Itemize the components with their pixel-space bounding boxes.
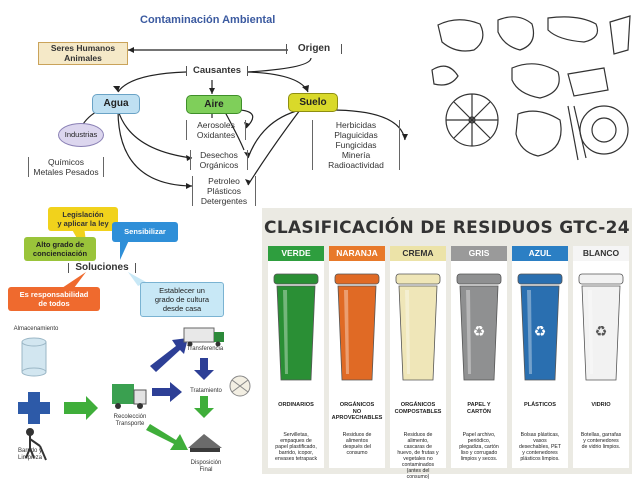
herbicidas-label: Herbicidas Plaguicidas Fungicidas Minerí…: [312, 120, 400, 170]
landfill-icon: [188, 434, 222, 452]
storage-drum: [21, 337, 47, 377]
gtc-category-description: Botellas, garrafas y contenedores de vid…: [580, 432, 622, 450]
gtc-category-description: Residuos de alimentos después del consum…: [342, 432, 372, 456]
gtc-column-header: NARANJA: [329, 246, 385, 261]
gtc-title: CLASIFICACIÓN DE RESIDUOS GTC-24: [264, 218, 630, 238]
industrias-bubble: Industrias: [58, 123, 104, 147]
barrido-label: Barrido y Limpieza: [17, 448, 42, 461]
recoleccion-label: Recolección Transporte: [113, 414, 147, 427]
waste-flow-graphics: [18, 327, 251, 461]
waste-bin-icon: [395, 273, 441, 381]
gtc-category-description: Residuos de alimento, cascaras de huevo,…: [397, 432, 439, 480]
gtc-column: VERDE ORDINARIOS Servilletas, empaques de …: [268, 246, 324, 468]
gtc-category-name: ORGÁNICOS COMPOSTABLES: [394, 402, 442, 415]
gtc-column: CREMA ORGÁNICOS COMPOSTABLES Residuos de a…: [390, 246, 446, 480]
aerosoles-label: Aerosoles Oxidantes: [186, 120, 246, 140]
recycle-icon: ♻: [533, 324, 547, 340]
sensibilizar-bubble: Sensibilizar: [112, 222, 178, 242]
almacenamiento-label: Almacenamiento: [13, 326, 59, 332]
gtc-category-name: VIDRIO: [591, 402, 611, 408]
legislacion-bubble: Legislación y aplicar la ley: [48, 207, 118, 231]
gtc-panel: CLASIFICACIÓN DE RESIDUOS GTC-24 VERDE OR…: [262, 208, 632, 480]
gtc-column: NARANJA ORGÁNICOS NO APROVECHABLES Residuo…: [329, 246, 385, 468]
gtc-column-header: GRIS: [451, 246, 507, 261]
gtc-column-header: BLANCO: [573, 246, 629, 261]
gtc-column: BLANCO ♻ VIDRIO Botellas, garrafas y conten…: [573, 246, 629, 468]
petroleo-label: Petroleo Plásticos Detergentes: [192, 176, 256, 206]
gtc-column-header: AZUL: [512, 246, 568, 261]
concept-map-title: Contaminación Ambiental: [140, 14, 276, 26]
soluciones-label: Soluciones: [68, 263, 136, 273]
disposicion-label: Disposición Final: [190, 460, 222, 473]
tratamiento-label: Tratamiento: [190, 388, 222, 394]
waste-bin-icon: [517, 273, 563, 381]
gtc-category-name: ORDINARIOS: [278, 402, 314, 408]
gtc-category-name: ORGÁNICOS NO APROVECHABLES: [331, 402, 383, 422]
treatment-icon: [229, 375, 251, 397]
gtc-category-description: Bolsas plásticas, vasos desechables, PET…: [518, 432, 562, 462]
origen-label: Origen: [286, 44, 342, 54]
agua-node: Agua: [92, 94, 140, 114]
gtc-column-header: VERDE: [268, 246, 324, 261]
gtc-column: AZUL ♻ PLÁSTICOS Bolsas plásticas, vasos de…: [512, 246, 568, 468]
alto-grado-bubble: Alto grado de concienciación: [24, 237, 96, 261]
gtc-category-description: Papel archivo, periódico, plegadiza, car…: [459, 432, 499, 462]
aire-node: Aire: [186, 95, 242, 114]
causantes-label: Causantes: [186, 66, 248, 76]
suelo-node: Suelo: [288, 93, 338, 112]
gtc-category-description: Servilletas, empaques de papel plastific…: [274, 432, 318, 462]
establecer-bubble: Establecer un grado de cultura desde cas…: [140, 282, 224, 317]
responsabilidad-bubble: Es responsabilidad de todos: [8, 287, 100, 311]
collection-truck: [112, 384, 147, 409]
quimicos-label: Químicos Metales Pesados: [28, 157, 104, 177]
gtc-column-header: CREMA: [390, 246, 446, 261]
waste-bin-icon: [273, 273, 319, 381]
gtc-column: GRIS ♻ PAPEL Y CARTÓN Papel archivo, periód…: [451, 246, 507, 468]
gtc-category-name: PLÁSTICOS: [523, 402, 556, 408]
recycle-icon: ♻: [594, 324, 608, 340]
waste-bin-icon: [334, 273, 380, 381]
waste-bin-icon: [578, 273, 624, 381]
seres-humanos-box: Seres Humanos Animales: [38, 42, 128, 65]
gtc-category-name: PAPEL Y CARTÓN: [467, 402, 491, 415]
recycle-icon: ♻: [472, 324, 486, 340]
transferencia-label: Transferencia: [186, 346, 224, 352]
waste-illustration: [431, 15, 631, 161]
desechos-label: Desechos Orgánicos: [190, 150, 248, 170]
transfer-truck: [183, 327, 224, 347]
waste-bin-icon: [456, 273, 502, 381]
